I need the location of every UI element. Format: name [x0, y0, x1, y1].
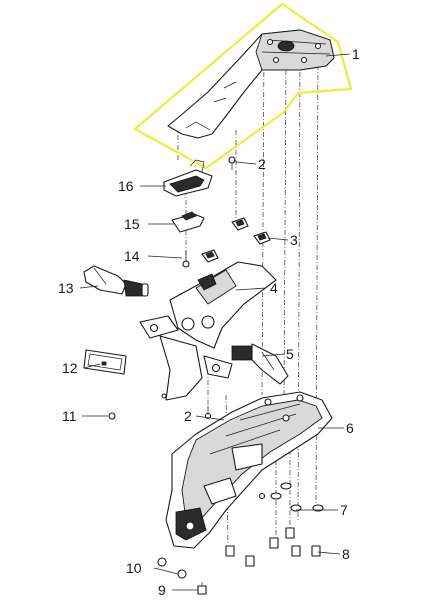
callout-5: 5 [286, 346, 294, 362]
callout-11: 11 [62, 408, 77, 424]
callout-15: 15 [124, 216, 140, 232]
callout-2-lower: 2 [184, 408, 192, 424]
turn-signal[interactable] [83, 265, 149, 297]
leader-lines [79, 53, 351, 591]
callout-6: 6 [346, 420, 354, 436]
nuts-10[interactable] [157, 557, 187, 579]
callout-16: 16 [118, 178, 134, 194]
callout-4: 4 [270, 280, 278, 296]
screw-9[interactable] [197, 582, 207, 595]
callout-10: 10 [126, 560, 142, 576]
callout-8: 8 [342, 546, 350, 562]
bolts-8[interactable] [225, 527, 321, 567]
callout-13: 13 [58, 280, 74, 296]
license-plate-bracket[interactable] [139, 261, 277, 401]
screw-2-top[interactable] [228, 156, 236, 170]
turn-signal-right[interactable] [231, 343, 289, 385]
rear-tail-cowl[interactable] [167, 29, 335, 139]
callout-2-top: 2 [258, 156, 266, 172]
clip-nuts[interactable] [201, 217, 271, 263]
callout-12: 12 [62, 360, 78, 376]
rear-reflector[interactable] [83, 349, 127, 375]
seat-lock-bracket[interactable] [163, 159, 213, 197]
bracket-hole [161, 393, 167, 399]
callout-14: 14 [124, 248, 140, 264]
screw-14[interactable] [182, 250, 190, 268]
rear-fender[interactable] [165, 391, 333, 549]
rivet-11[interactable] [108, 412, 116, 420]
callout-3: 3 [290, 232, 298, 248]
highlight-frame [133, 2, 353, 170]
callout-7: 7 [340, 502, 348, 518]
washers-7[interactable] [270, 482, 324, 512]
seat-switch[interactable] [171, 211, 205, 233]
callout-labels: 1 2 16 15 14 3 13 4 5 12 11 2 6 7 8 10 9 [58, 46, 360, 598]
callout-1: 1 [352, 46, 360, 62]
callout-9: 9 [158, 582, 166, 598]
